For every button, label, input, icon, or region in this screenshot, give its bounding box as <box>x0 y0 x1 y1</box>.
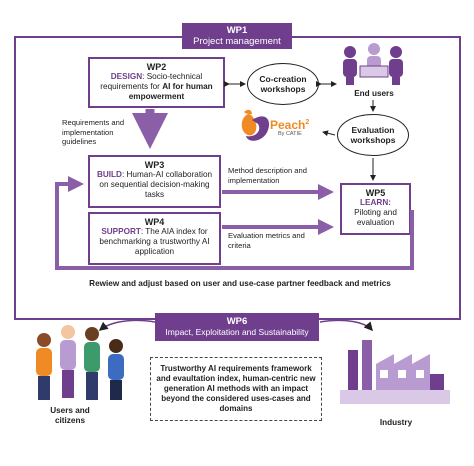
people-icon <box>343 43 403 85</box>
wp2-title: WP2 <box>146 62 167 72</box>
wp4-box: WP4 SUPPORT: The AIA index for benchmark… <box>88 212 221 265</box>
wp1-subtitle: Project management <box>193 36 281 47</box>
wp5-text: Piloting and evaluation <box>354 208 397 227</box>
wp3-keyword: BUILD <box>96 170 122 179</box>
wp5-title: WP5 <box>365 188 386 198</box>
wp2-keyword: DESIGN <box>110 72 143 81</box>
note-metrics: Evaluation metrics and criteria <box>228 231 305 250</box>
wp6-banner: WP6 Impact, Exploitation and Sustainabil… <box>155 313 319 341</box>
wp1-banner: WP1 Project management <box>182 23 292 49</box>
peach-logo-icon <box>241 109 270 141</box>
note-requirements: Requirements and implementation guidelin… <box>62 118 125 146</box>
wp2-text: : Socio-technical requirements for <box>100 72 203 91</box>
wp2-box: WP2 DESIGN: Socio-technical requirements… <box>88 57 225 108</box>
wp3-title: WP3 <box>144 160 165 170</box>
wp4-keyword: SUPPORT <box>101 227 141 236</box>
wp5-box: WP5 LEARN: Piloting and evaluation <box>340 183 411 235</box>
wp3-box: WP3 BUILD: Human-AI collaboration on seq… <box>88 155 221 208</box>
wp6-subtitle: Impact, Exploitation and Sustainability <box>165 327 309 337</box>
wp2-bold: AI for human empowerment <box>128 82 213 101</box>
wp4-title: WP4 <box>144 217 165 227</box>
users-label: Users and citizens <box>50 406 90 425</box>
peach-byline: By CATIE <box>278 131 302 137</box>
wp1-title: WP1 <box>226 25 248 36</box>
wp3-text: : Human-AI collaboration on sequential d… <box>99 170 213 199</box>
wp6-title: WP6 <box>226 316 248 327</box>
note-method: Method description and implementation <box>228 166 307 185</box>
wp5-keyword: LEARN <box>360 198 389 207</box>
wp4-text: : The AIA index for benchmarking a trust… <box>99 227 210 256</box>
evaluation-workshops: Evaluation workshops <box>337 114 409 156</box>
crowd-icon <box>36 325 124 400</box>
factory-icon <box>340 340 450 404</box>
peach-logo-text: Peach2 <box>270 118 310 132</box>
end-users-label: End users <box>354 89 394 98</box>
cocreation-workshops: Co-creation workshops <box>247 63 319 105</box>
review-note: Rewiew and adjust based on user and use-… <box>89 279 391 288</box>
industry-label: Industry <box>379 418 413 427</box>
outcome-box: Trustworthy AI requirements framework an… <box>150 357 322 421</box>
